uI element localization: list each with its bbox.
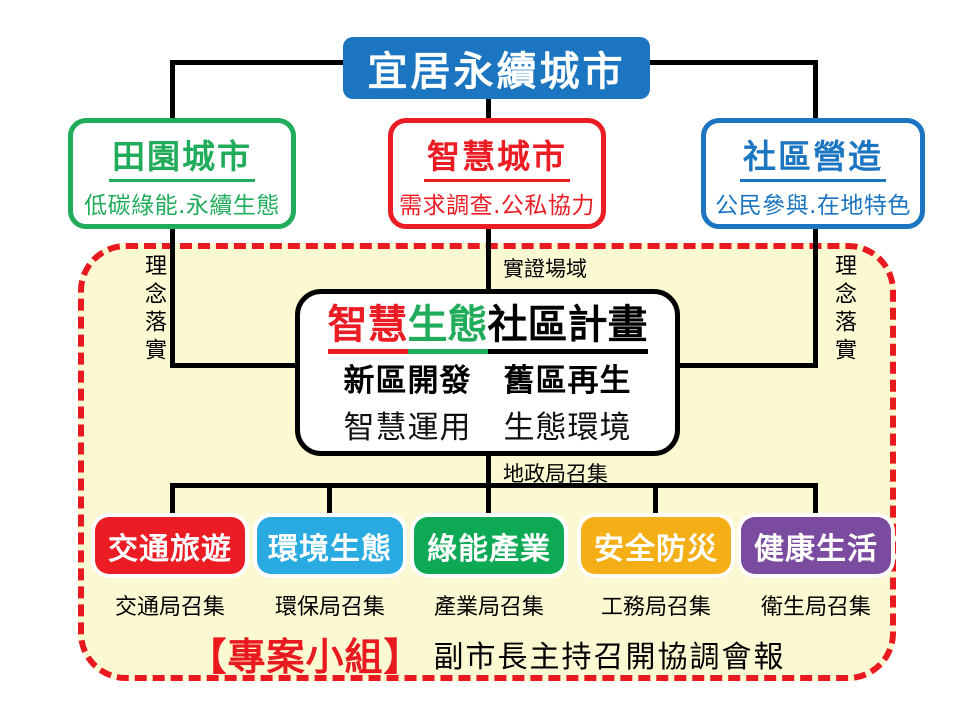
caption-industry-bureau: 產業局召集: [433, 595, 544, 620]
connector-plan-down-v: [486, 454, 491, 487]
connector-mid-left-h: [170, 363, 297, 368]
connector-bottom-h: [170, 483, 818, 488]
pillar-community-building-subtitle: 公民參與.在地特色: [715, 193, 911, 219]
connector-stub-5: [813, 483, 818, 519]
plan-title-segment-smart: 智慧: [327, 302, 408, 354]
pillar-smart-city: 智慧城市 需求調查.公私協力: [388, 118, 606, 229]
plan-title-segment-eco: 生態: [407, 302, 488, 354]
footer-project-team-text: 副市長主持召開協調會報: [433, 639, 786, 675]
edge-label-below-plan: 地政局召集: [503, 462, 608, 486]
connector-mid-right-v: [813, 228, 818, 368]
root-node-livable-city: 宜居永續城市: [343, 37, 650, 99]
pillar-smart-city-subtitle: 需求調查.公私協力: [399, 193, 595, 219]
plan-title-segment-community-plan: 社區計畫: [487, 302, 648, 354]
footer-project-team-bracket: 【專案小組】: [188, 635, 423, 679]
edge-label-center: 實證場域: [503, 257, 587, 281]
connector-stub-3: [486, 483, 491, 519]
pillar-garden-city-subtitle: 低碳綠能.永續生態: [84, 193, 280, 219]
caption-health-bureau: 衛生局召集: [760, 595, 871, 620]
plan-box-smart-eco-community: 智慧生態社區計畫 新區開發 舊區再生 智慧運用 生態環境: [295, 289, 680, 456]
team-green-energy-industry: 綠能產業: [414, 517, 564, 574]
edge-label-left-vertical: 理念落實: [141, 254, 166, 366]
plan-line-development: 新區開發 舊區再生: [343, 363, 632, 399]
connector-stub-2: [327, 483, 332, 519]
connector-top-center-v: [486, 97, 491, 119]
team-transport-tourism: 交通旅遊: [95, 517, 245, 574]
pillar-garden-city: 田園城市 低碳綠能.永續生態: [68, 118, 296, 229]
team-environment-ecology: 環境生態: [257, 517, 403, 574]
footer-project-team: 【專案小組】 副市長主持召開協調會報: [78, 626, 896, 681]
pillar-community-building-title: 社區營造: [740, 130, 886, 182]
connector-stub-4: [653, 483, 658, 519]
pillar-community-building: 社區營造 公民參與.在地特色: [701, 118, 925, 229]
caption-public-works-bureau: 工務局召集: [600, 595, 711, 620]
caption-environment-bureau: 環保局召集: [274, 595, 385, 620]
connector-mid-right-h: [678, 363, 818, 368]
team-healthy-living: 健康生活: [741, 517, 891, 574]
plan-title: 智慧生態社區計畫: [300, 302, 675, 354]
edge-label-right-vertical: 理念落實: [831, 254, 856, 366]
pillar-smart-city-title: 智慧城市: [424, 130, 570, 182]
team-safety-disaster-prevention: 安全防災: [581, 517, 731, 574]
caption-transport-bureau: 交通局召集: [114, 595, 225, 620]
pillar-garden-city-title: 田園城市: [109, 130, 255, 182]
connector-top-right-v: [813, 60, 818, 118]
connector-top-right-h: [648, 60, 818, 65]
connector-mid-left-v: [170, 228, 175, 368]
connector-stub-1: [170, 483, 175, 519]
plan-line-application: 智慧運用 生態環境: [343, 410, 632, 446]
connector-top-left-h: [170, 60, 346, 65]
connector-top-left-v: [170, 60, 175, 118]
connector-mid-center-v: [486, 228, 491, 291]
